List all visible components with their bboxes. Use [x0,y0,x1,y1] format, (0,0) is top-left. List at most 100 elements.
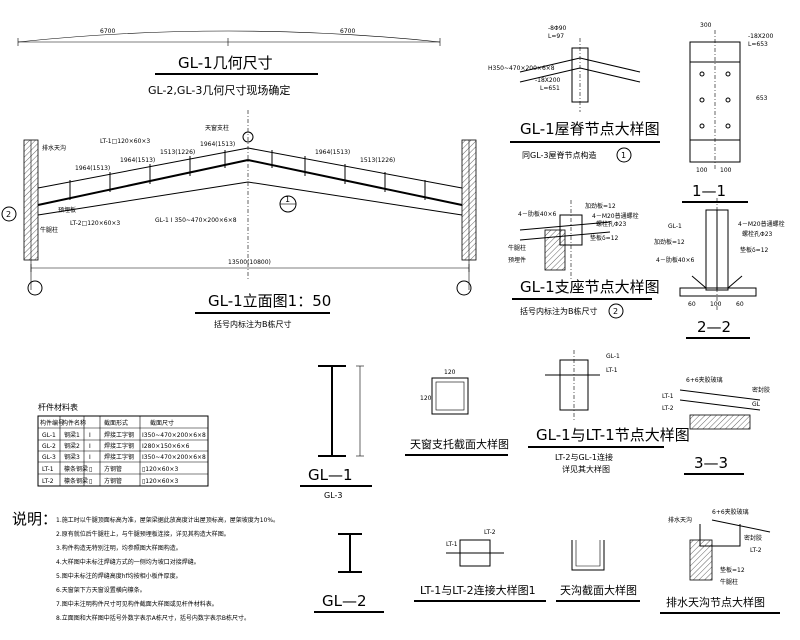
sup-label-embed: 预埋件 [508,256,526,264]
sup-label-pad: 垫板δ=12 [590,234,619,242]
note-7: 7.图中未注明构件尺寸可见构件截面大样图或见杆件材料表。 [56,600,218,608]
drain-detail: 6+6夹胶玻璃 排水天沟 密封胶 LT-2 垫板=12 牛腿柱 排水天沟节点大样… [660,508,780,614]
s22-label-pad: 垫板δ=12 [740,246,769,254]
callout-2: 2 [6,210,11,219]
elev-note: 括号内标注为B栋尺寸 [214,319,292,329]
cell: ▯120×60×3 [142,466,178,473]
node-label-gl1: GL-1 [606,353,620,360]
lt-connect: LT-2 LT-1 LT-1与LT-2连接大样图1 [414,529,546,602]
s33-label-lt1: LT-1 [662,393,674,400]
ltc-title: LT-1与LT-2连接大样图1 [420,583,536,597]
support-detail: 4－肋板40×6 加劲板=12 4－M20普通螺栓 螺栓孔Φ23 垫板δ=12 … [508,200,660,319]
ridge-label-beam: H350~470×200×6×8 [488,65,555,72]
s22-label-hole: 螺栓孔Φ23 [742,230,773,238]
s22-label-bolt: 4－M20普通螺栓 [738,220,785,228]
cell: GL-3 [42,454,56,461]
gl1-title: GL—1 [308,466,353,484]
note-5: 5.图中未标注的焊缝高度hf均按相小板件厚度。 [56,572,182,580]
sky-title: 天窗支托截面大样图 [410,437,509,451]
sup-label-plate: 加劲板=12 [585,202,616,210]
s33-label-gasket: 密封胶 [752,386,770,394]
section-3-3: 6+6夹胶玻璃 LT-1 LT-2 密封胶 GL 3—3 [662,376,770,475]
table-row: GL-2 钢梁2 I 焊接工字钢 I280×150×6×6 [42,442,190,450]
cell: I280×150×6×6 [142,443,190,450]
drain-label-col: 牛腿柱 [720,578,738,586]
ltc-label-lt2: LT-2 [484,529,496,536]
cell: I350~470×200×6×8 [142,454,206,461]
ridge-label-plate4: L=651 [540,85,560,92]
section-2-2: GL-1 4－M20普通螺栓 螺栓孔Φ23 加劲板=12 垫板δ=12 4－肋板… [654,198,785,339]
cell: LT-2 [42,478,54,485]
skylight-section: 120 120 天窗支托截面大样图 [405,369,509,456]
label-waterproof: 排水天沟 [42,144,66,152]
cell: 檩条钢梁 [64,465,88,473]
sup-note: 括号内标注为B栋尺寸 [520,306,598,316]
cell: 方钢管 [104,477,122,485]
cell: I [89,454,91,461]
s11-title: 1—1 [692,182,726,200]
gl1-lt1-node: GL-1 LT-1 GL-1与LT-1节点大样图 LT-2与GL-1连接 详见其… [528,350,690,474]
notes-heading: 说明： [12,510,57,528]
s11-dim-bot2: 100 [720,167,732,174]
node-sub1: LT-2与GL-1连接 [555,452,613,462]
dim-top-right: 6700 [340,28,355,35]
gutter-section: 天沟截面大样图 [556,540,640,602]
note-3: 3.构件构造无特别注明，均参照图大样图构造。 [56,544,182,552]
sup-ref: 2 [613,307,618,316]
cell: LT-1 [42,466,54,473]
s11-label-len: L=653 [748,41,768,48]
note-2: 2.原有就位后牛腿柱上，与牛腿预埋板连接，详见其构造大样图。 [56,530,230,538]
cell: GL-1 [42,432,56,439]
cell: 焊接工字钢 [104,431,134,439]
note-8: 8.立面图和大样图中括号外数字表示A栋尺寸，括号内数字表示B栋尺寸。 [56,614,250,622]
drain-label-glass: 6+6夹胶玻璃 [712,508,749,516]
bolt-holes [699,71,731,129]
gl1-section: GL—1 GL-3 [300,365,372,500]
geom-title: GL-1几何尺寸 [178,54,273,72]
sup-label-stiff: 4－肋板40×6 [518,210,556,218]
sup-title: GL-1支座节点大样图 [520,278,660,296]
note-6: 6.天窗架下方天窗设置横向檩条。 [56,586,146,594]
cell: 钢梁2 [64,442,80,450]
drain-label-lt2: LT-2 [750,547,762,554]
cell: 钢梁1 [64,431,80,439]
ridge-ref: 1 [621,151,626,160]
s33-label-lt2: LT-2 [662,405,674,412]
table-row: GL-1 钢梁1 I 焊接工字钢 I350~470×200×6×8 [42,431,206,439]
s33-label-seal: 6+6夹胶玻璃 [686,376,723,384]
sky-dim-top: 120 [444,369,456,376]
s22-title: 2—2 [697,318,731,336]
cell: 焊接工字钢 [104,453,134,461]
ltc-label-lt1: LT-1 [446,541,458,548]
label-skylight: 天窗支柱 [205,124,229,132]
s11-dim-top: 300 [700,22,712,29]
table-row: LT-2 檩条钢梁 ▯ 方钢管 ▯120×60×3 [42,477,178,485]
s22-dim1: 60 [688,301,696,308]
ridge-detail: -8Φ90 L=97 H350~470×200×6×8 -18X200 L=65… [488,25,660,163]
cell: 方钢管 [104,465,122,473]
material-table: 杆件材料表 构件编号 构件名称 截面形式 截面尺寸 GL-1 钢梁1 I 焊接工… [37,402,209,487]
cell: I [89,432,91,439]
elev-title: GL-1立面图1：50 [208,292,331,310]
dim-1513-1: 1513(1226) [160,149,195,156]
s33-label-gl: GL [752,401,761,408]
note-1: 1.施工时以牛腿顶面标高为准，屋架梁据此放高度计出屋顶标高，屋架坡度为10%。 [56,516,279,524]
s22-dim3: 60 [736,301,744,308]
dim-1964-4: 1964(1513) [315,149,350,156]
dim-1964-2: 1964(1513) [120,157,155,164]
node-label-lt1: LT-1 [606,367,618,374]
th-3: 截面形式 [104,419,128,427]
ridge-title: GL-1屋脊节点大样图 [520,120,660,138]
s11-dim-bot1: 100 [696,167,708,174]
sup-label-hole: 螺栓孔Φ23 [596,220,627,228]
dim-bottom: 13500(10800) [228,259,271,266]
dim-1964-3: 1964(1513) [200,141,235,148]
th-1: 构件名称 [62,419,86,427]
cell: ▯120×60×3 [142,478,178,485]
ridge-label-plate2: L=97 [548,33,564,40]
th-4: 截面尺寸 [150,419,174,427]
ridge-label-plate3: -18X200 [535,77,561,84]
label-beam: GL-1 I 350~470×200×6×8 [155,217,237,224]
cell: ▯ [89,466,92,473]
